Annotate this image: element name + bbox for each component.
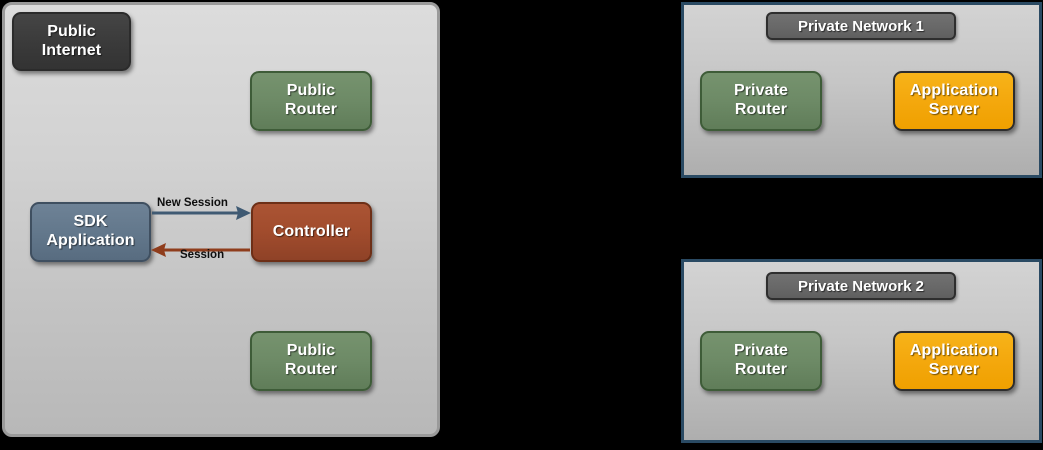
node-private-router-2[interactable]: Private Router xyxy=(700,331,822,391)
new-session-edge-label: New Session xyxy=(157,197,228,209)
node-public-internet-label: Public Internet xyxy=(41,22,102,59)
node-sdk-application-label: SDK Application xyxy=(46,213,135,249)
node-application-server-1[interactable]: Application Server xyxy=(893,71,1015,131)
node-public-router-bottom[interactable]: Public Router xyxy=(250,331,372,391)
node-controller[interactable]: Controller xyxy=(251,202,372,262)
private-network-2-badge-label: Private Network 2 xyxy=(798,277,924,295)
node-application-server-2[interactable]: Application Server xyxy=(893,331,1015,391)
private-network-1-badge-label: Private Network 1 xyxy=(798,17,924,35)
session-edge-label: Session xyxy=(180,249,225,261)
node-private-router-2-label: Private Router xyxy=(733,342,789,378)
private-network-2-badge: Private Network 2 xyxy=(766,272,956,300)
node-public-router-top[interactable]: Public Router xyxy=(250,71,372,131)
node-public-internet[interactable]: Public Internet xyxy=(12,12,131,71)
node-controller-label: Controller xyxy=(272,222,351,240)
node-public-router-bottom-label: Public Router xyxy=(284,342,338,378)
node-sdk-application[interactable]: SDK Application xyxy=(30,202,151,262)
node-private-router-1-label: Private Router xyxy=(733,82,789,118)
node-application-server-1-label: Application Server xyxy=(909,82,999,118)
node-public-router-top-label: Public Router xyxy=(284,82,338,118)
node-application-server-2-label: Application Server xyxy=(909,342,999,378)
private-network-1-badge: Private Network 1 xyxy=(766,12,956,40)
node-private-router-1[interactable]: Private Router xyxy=(700,71,822,131)
